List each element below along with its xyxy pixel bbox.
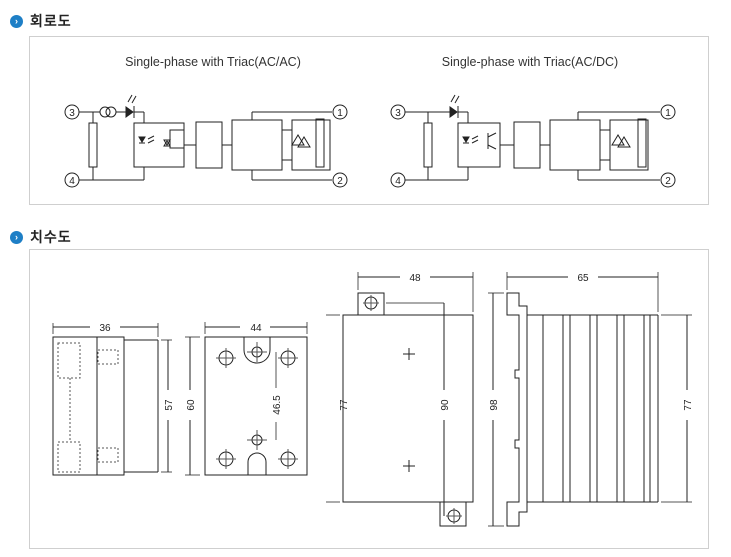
terminal-label: 1 (337, 108, 343, 119)
terminal-1 (332, 104, 348, 120)
terminal-2 (332, 172, 348, 188)
circuit-ac-dc (390, 94, 676, 188)
circuit-ac-ac (64, 94, 348, 188)
terminal-1 (660, 104, 676, 120)
dim-front-width: 48 (409, 273, 421, 284)
dim-front-body-height: 77 (339, 399, 350, 411)
circuit-section-title: 회로도 (30, 13, 72, 29)
dim-base-outer-height: 60 (186, 399, 197, 411)
dimensions-section-header: › 치수도 (10, 227, 72, 247)
dim-heatsink-body-height: 77 (683, 399, 694, 411)
dim-front-hole-pitch: 90 (440, 399, 451, 411)
terminal-label: 2 (337, 176, 343, 187)
terminal-label: 2 (665, 176, 671, 187)
dimension-drawing-panel: 36 57 44 60 46.5 48 77 90 65 98 77 (29, 249, 709, 549)
side-view (52, 323, 172, 476)
terminal-label: 4 (395, 176, 401, 187)
dim-side-height: 57 (164, 399, 175, 411)
dim-side-width: 36 (99, 323, 111, 334)
dim-heatsink-width: 65 (577, 273, 589, 284)
chevron-right-icon: › (10, 14, 23, 28)
base-plate-view (185, 322, 308, 476)
dim-base-hole-pitch: 46.5 (272, 395, 283, 415)
dim-heatsink-overall-height: 98 (489, 399, 500, 411)
heatsink-view (488, 272, 692, 527)
dimension-drawing: 36 57 44 60 46.5 48 77 90 65 98 77 (52, 272, 694, 527)
circuit-diagram: Single-phase with Triac(AC/AC) Single-ph… (64, 55, 676, 188)
chevron-right-icon: › (10, 230, 23, 244)
front-view (326, 272, 474, 527)
terminal-label: 1 (665, 108, 671, 119)
circuit-right-caption: Single-phase with Triac(AC/DC) (442, 55, 618, 69)
terminal-label: 3 (395, 108, 401, 119)
circuit-diagram-panel: Single-phase with Triac(AC/AC) Single-ph… (29, 36, 709, 205)
terminal-label: 4 (69, 176, 75, 187)
terminal-label: 3 (69, 108, 75, 119)
dim-base-width: 44 (250, 323, 262, 334)
circuit-left-caption: Single-phase with Triac(AC/AC) (125, 55, 301, 69)
terminal-2 (660, 172, 676, 188)
dimensions-section-title: 치수도 (30, 229, 72, 245)
circuit-section-header: › 회로도 (10, 11, 72, 31)
